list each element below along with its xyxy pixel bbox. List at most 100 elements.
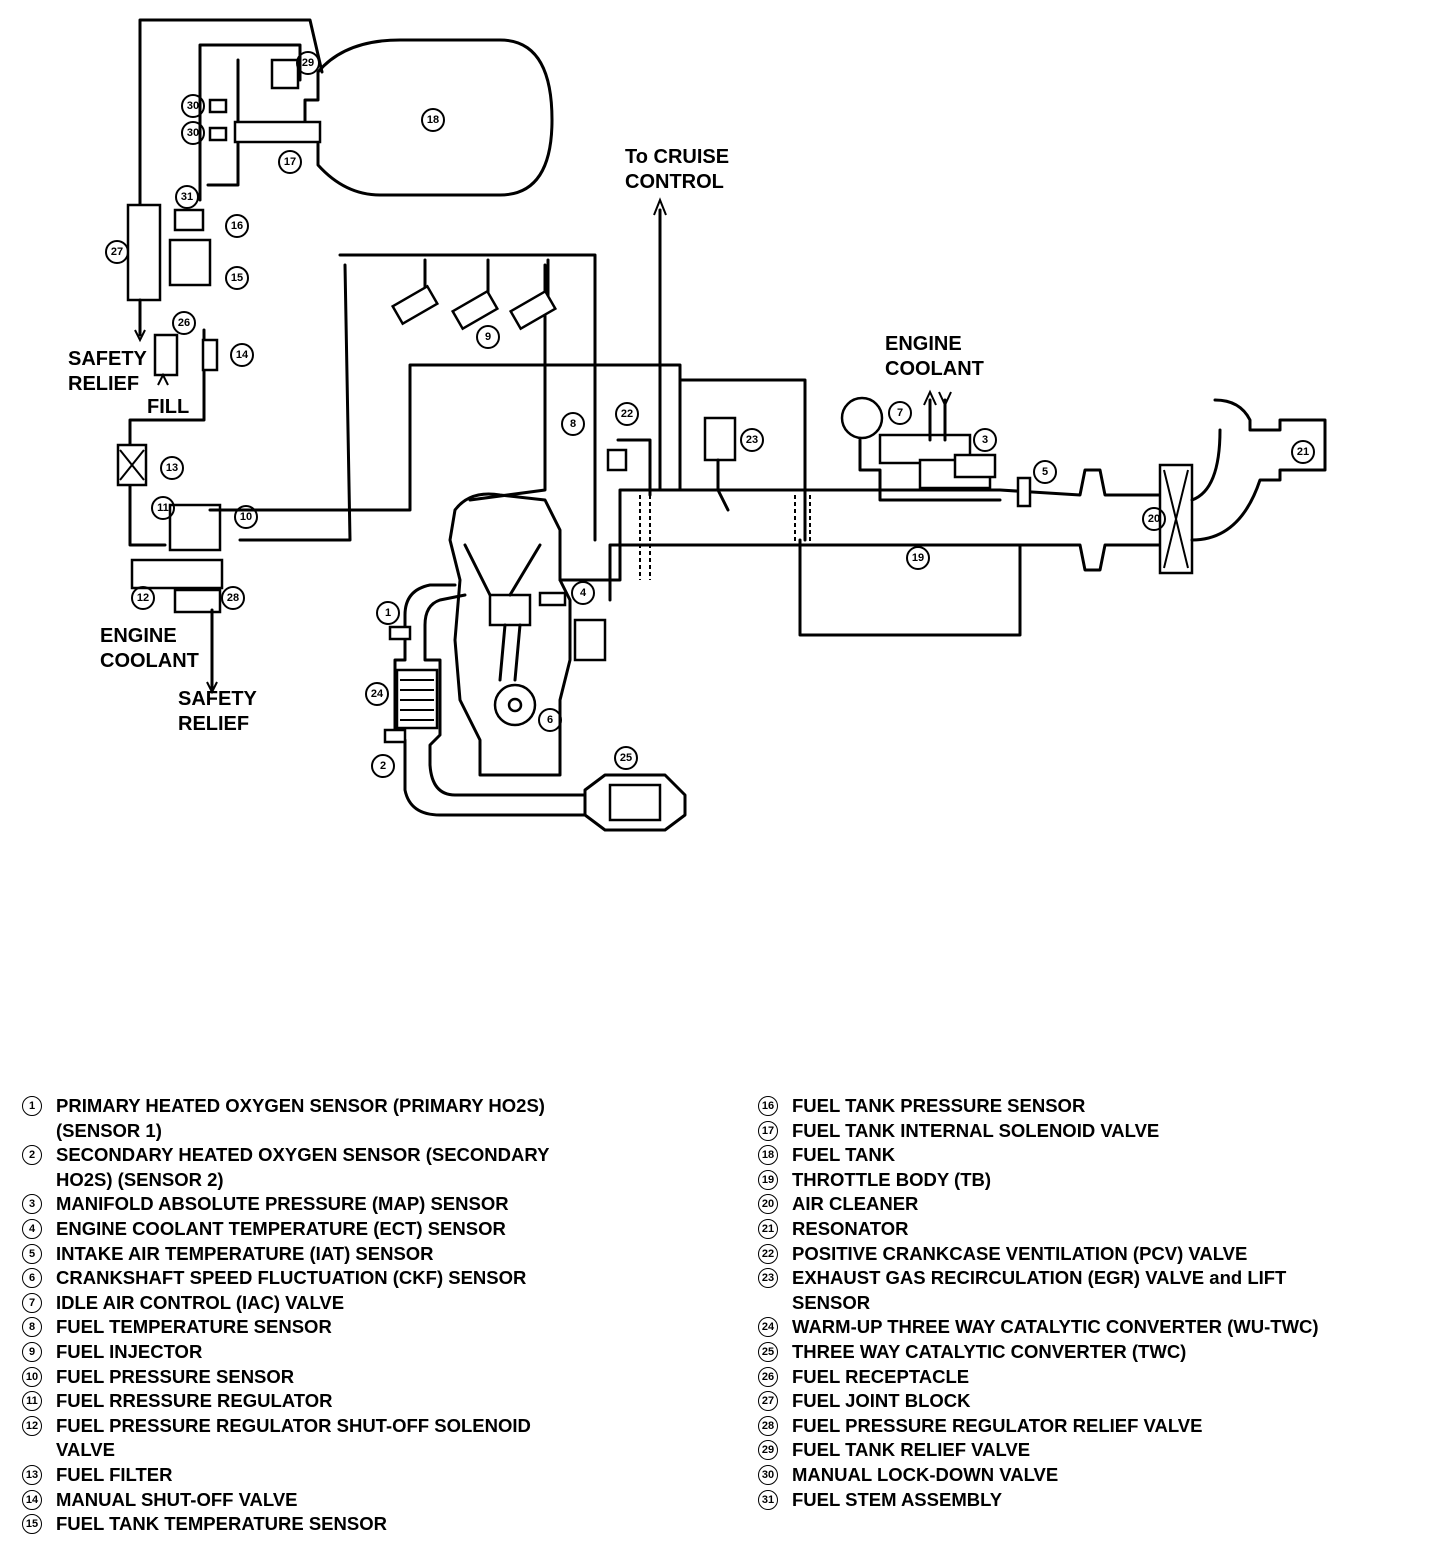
legend-text: FUEL TANK PRESSURE SENSOR [792, 1095, 1086, 1116]
svg-text:21: 21 [1297, 446, 1309, 458]
label-fill: FILL [147, 396, 189, 418]
svg-text:17: 17 [284, 156, 296, 168]
svg-text:15: 15 [231, 272, 243, 284]
svg-text:30: 30 [187, 100, 199, 112]
map-sensor [953, 453, 997, 479]
svg-text:1: 1 [385, 607, 391, 619]
svg-text:13: 13 [166, 462, 178, 474]
legend-number: 28 [758, 1415, 778, 1436]
label-coolant-top-2: COOLANT [885, 358, 984, 380]
callout-23: 23 [740, 428, 764, 452]
callout-7: 7 [888, 401, 912, 425]
resonator-duct [1190, 398, 1327, 542]
svg-text:20: 20 [1148, 513, 1160, 525]
callout-2: 2 [371, 754, 395, 778]
legend-number: 5 [22, 1243, 42, 1264]
fuel-joint-block [126, 203, 162, 302]
callout-15: 15 [225, 266, 249, 290]
legend-number: 26 [758, 1366, 778, 1387]
fuel-line-left [128, 328, 206, 442]
fuel-rail [338, 253, 597, 542]
legend-text: FUEL JOINT BLOCK [792, 1390, 971, 1412]
legend-number: 30 [758, 1464, 778, 1485]
svg-text:11: 11 [157, 502, 169, 514]
engine-block [448, 492, 572, 777]
legend-text: WARM-UP THREE WAY CATALYTIC CONVERTER (W… [792, 1316, 1319, 1338]
legend-text: CRANKSHAFT SPEED FLUCTUATION (CKF) SENSO… [56, 1267, 527, 1289]
legend-number: 19 [758, 1169, 778, 1190]
legend-number: 10 [22, 1366, 42, 1387]
legend-text: FUEL PRESSURE SENSOR [56, 1365, 295, 1387]
svg-text:22: 22 [621, 408, 633, 420]
callout-27: 27 [105, 240, 129, 264]
legend-number: 31 [758, 1489, 778, 1510]
svg-text:19: 19 [912, 552, 924, 564]
callout-30a: 30 [181, 94, 205, 118]
label-cruise-2: CONTROL [625, 171, 724, 193]
svg-text:29: 29 [302, 57, 314, 69]
legend-number: 4 [22, 1218, 42, 1239]
callout-18: 18 [421, 108, 445, 132]
fuel-system-diagram: 1 2 3 4 5 6 7 8 9 10 11 12 13 14 15 16 1… [68, 18, 1327, 832]
legend-item: 10 FUEL PRESSURE SENSOR [22, 1365, 662, 1390]
fuel-line-outer [138, 18, 324, 332]
legend-text: MANIFOLD ABSOLUTE PRESSURE (MAP) SENSOR [56, 1193, 509, 1215]
regulator-body [168, 503, 222, 552]
legend-number: 14 [22, 1489, 42, 1510]
fuel-stem-block [168, 238, 212, 287]
fuel-line-mid [206, 58, 240, 187]
twc [583, 773, 687, 832]
legend-text: INTAKE AIR TEMPERATURE (IAT) SENSOR [56, 1242, 434, 1264]
legend-number: 12 [22, 1415, 42, 1436]
intake-duct [678, 378, 807, 542]
regulator-lower [130, 558, 224, 590]
legend-number: 1 [22, 1096, 42, 1116]
callout-17: 17 [278, 150, 302, 174]
callout-8: 8 [561, 412, 585, 436]
callout-29: 29 [296, 51, 320, 75]
fuel-line-inner [198, 43, 302, 202]
fuel-tank-shape [303, 38, 554, 197]
label-safety-bot-2: RELIEF [178, 713, 249, 735]
label-coolant-bot-1: ENGINE [100, 625, 177, 647]
legend-text: FUEL TANK RELIEF VALVE [792, 1439, 1031, 1461]
solenoid-valve-tank [233, 120, 322, 144]
svg-text:9: 9 [485, 331, 491, 343]
callout-12: 12 [131, 586, 155, 610]
primary-ho2s [388, 625, 412, 641]
legend-number: 2 [22, 1145, 42, 1166]
callouts: 1 2 3 4 5 6 7 8 9 10 11 12 13 14 15 16 1… [105, 51, 1315, 778]
legend-number: 13 [22, 1464, 42, 1485]
label-safety-top-2: RELIEF [68, 373, 139, 395]
callout-11: 11 [151, 496, 175, 520]
svg-text:26: 26 [178, 317, 190, 329]
legend-number: 25 [758, 1341, 778, 1362]
legend-text: FUEL PRESSURE REGULATOR SHUT-OFF SOLENOI… [56, 1414, 531, 1436]
callout-3: 3 [973, 428, 997, 452]
fuel-receptacle [153, 333, 179, 377]
svg-text:16: 16 [231, 220, 243, 232]
legend-text: (SENSOR 1) [56, 1119, 162, 1141]
legend-text: FUEL PRESSURE REGULATOR RELIEF VALVE [792, 1414, 1203, 1436]
callout-25: 25 [614, 746, 638, 770]
callout-21: 21 [1291, 440, 1315, 464]
legend-number: 18 [758, 1145, 778, 1166]
legend-text: FUEL TANK [792, 1144, 896, 1166]
pcv-valve [606, 448, 628, 472]
legend-number: 29 [758, 1440, 778, 1461]
legend-number: 20 [758, 1194, 778, 1215]
callout-9: 9 [476, 325, 500, 349]
